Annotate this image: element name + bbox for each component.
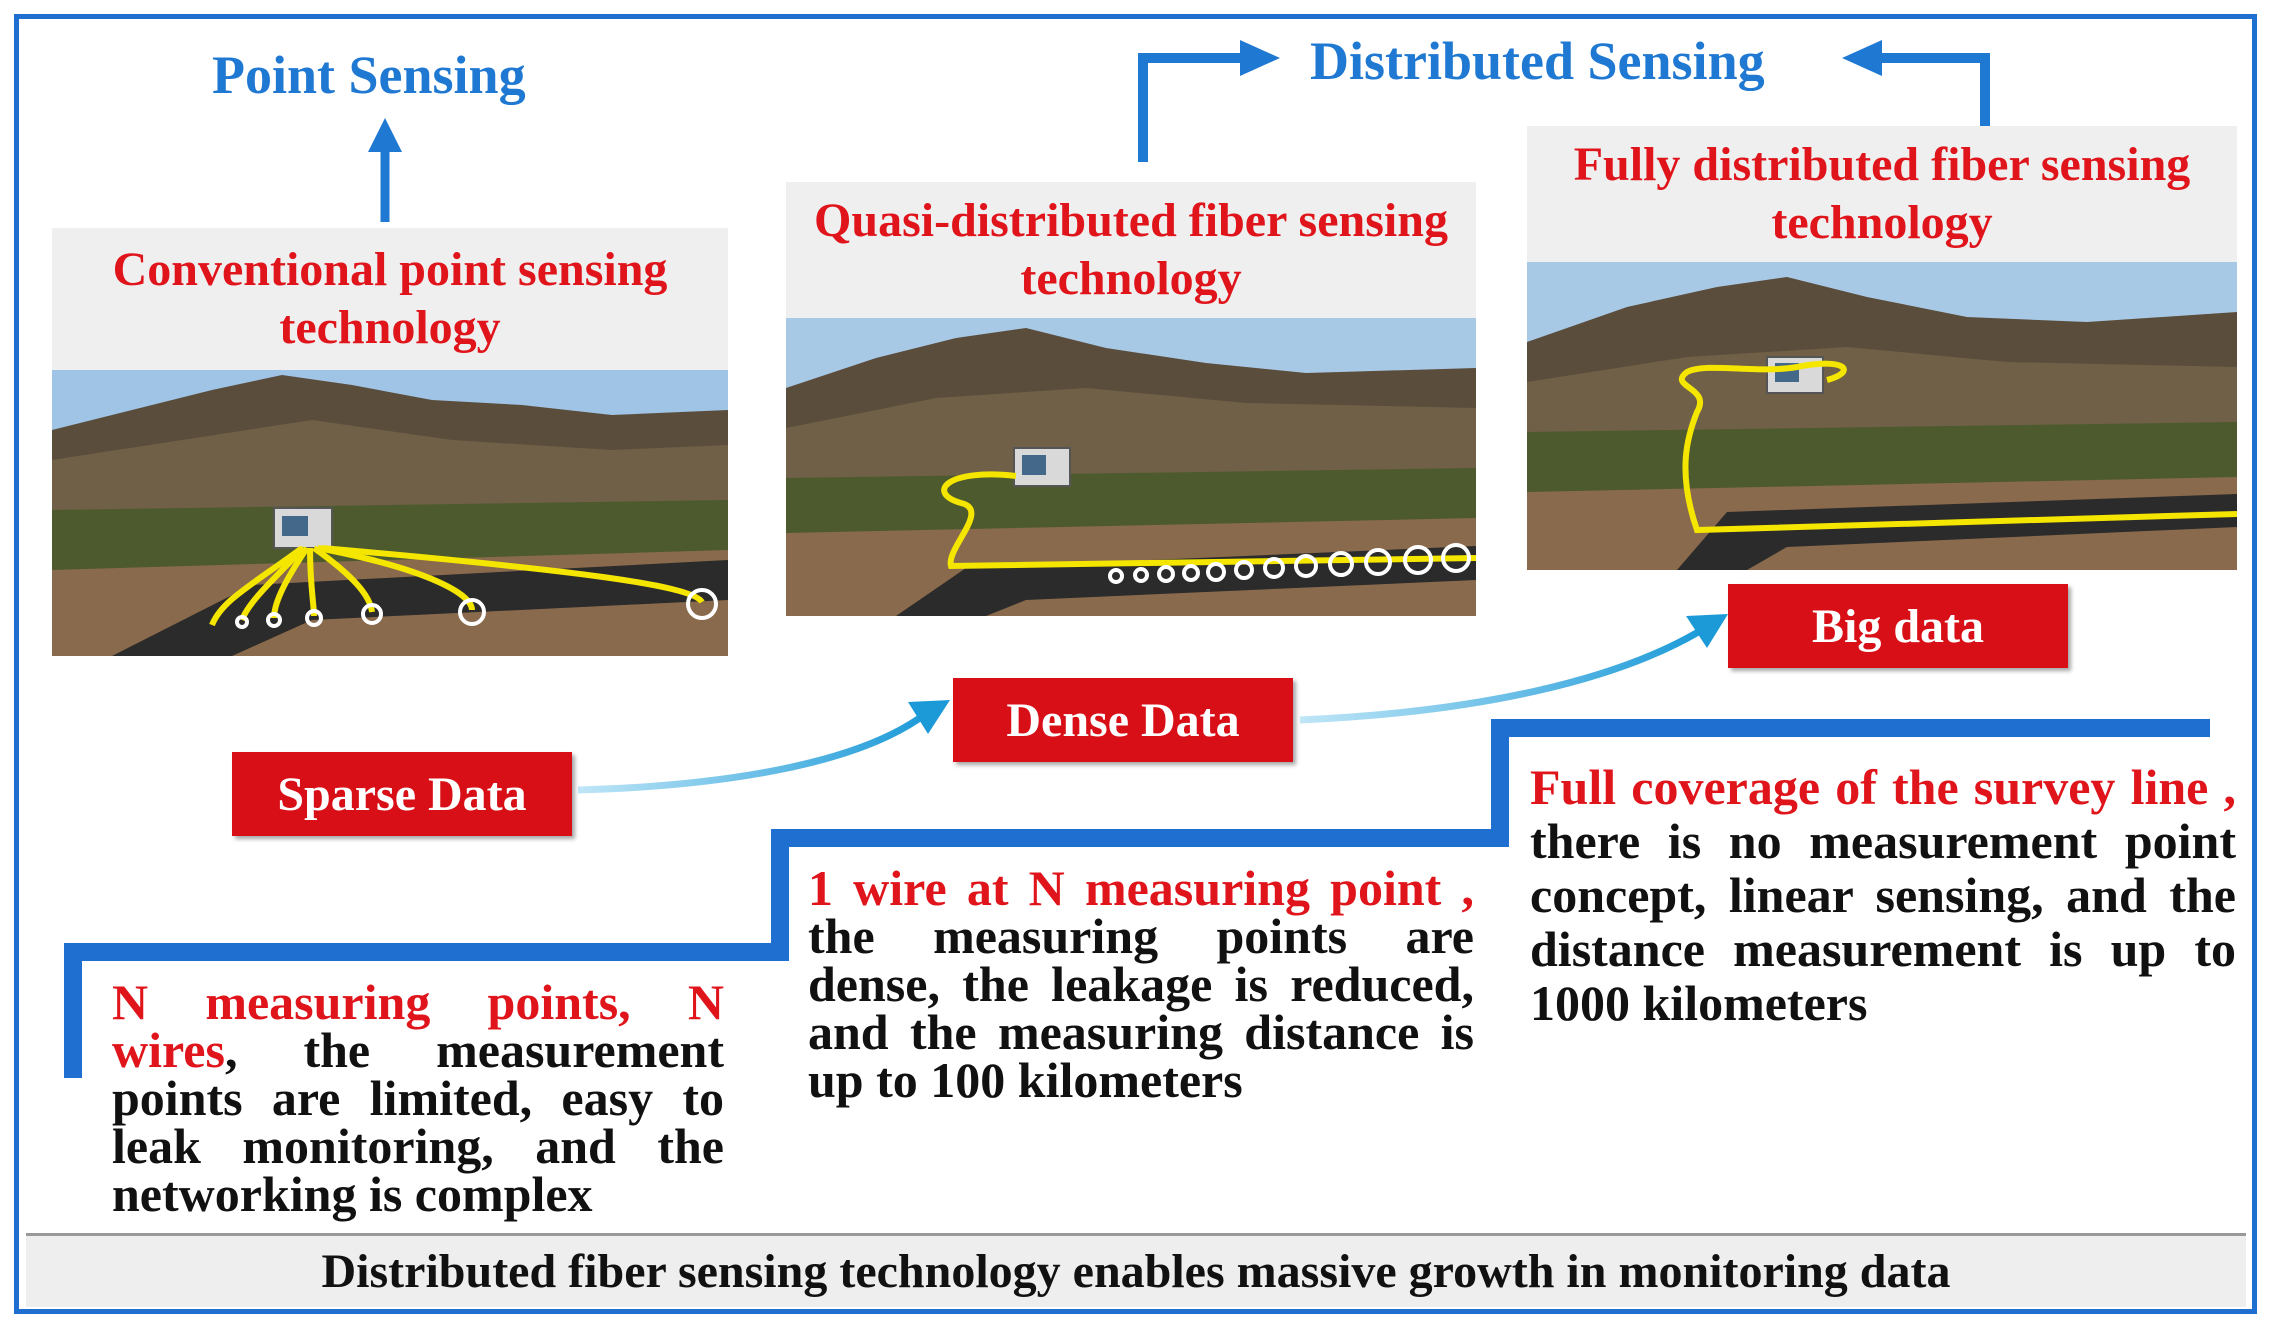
description-fully-distributed: Full coverage of the survey line , there…: [1530, 760, 2236, 1030]
description-quasi-highlight: 1 wire at N measuring point ,: [808, 860, 1474, 916]
arrow-right-to-distributed: [1877, 53, 1990, 126]
growth-staircase: [64, 719, 2210, 1078]
title-point-sensing: Point Sensing: [212, 45, 526, 105]
description-fully-text: there is no measurement point concept, l…: [1530, 813, 2236, 1031]
description-conventional-text: , the measurement points are limited, ea…: [112, 1022, 724, 1222]
photo-fully-distributed-pipeline: [1527, 262, 2237, 570]
footer-caption: Distributed fiber sensing technology ena…: [26, 1233, 2246, 1307]
description-quasi-distributed: 1 wire at N measuring point , the measur…: [808, 863, 1474, 1105]
data-box-big: Big data: [1728, 584, 2068, 668]
description-fully-highlight: Full coverage of the survey line ,: [1530, 759, 2236, 815]
photo-quasi-distributed-pipeline: [786, 318, 1476, 616]
data-box-dense: Dense Data: [953, 678, 1293, 762]
panel-label-conventional: Conventional point sensing technology: [52, 228, 728, 370]
title-distributed-sensing: Distributed Sensing: [1310, 31, 1765, 91]
description-quasi-text: the measuring points are dense, the leak…: [808, 908, 1474, 1108]
description-conventional: N measuring points, N wires, the measure…: [112, 977, 724, 1219]
arrow-left-to-distributed: [1138, 53, 1245, 162]
panel-label-quasi-distributed: Quasi-distributed fiber sensing technolo…: [786, 182, 1476, 318]
photo-conventional-pipeline: [52, 370, 728, 656]
curve-arrow-dense-to-big: [1299, 625, 1707, 724]
description-conventional-highlight: N measuring points, N wires: [112, 974, 724, 1078]
curve-arrow-sparse-to-dense: [577, 709, 931, 794]
diagram-frame: [14, 14, 2257, 1314]
panel-label-fully-distributed: Fully distributed fiber sensing technolo…: [1527, 126, 2237, 262]
data-box-sparse: Sparse Data: [232, 752, 572, 836]
